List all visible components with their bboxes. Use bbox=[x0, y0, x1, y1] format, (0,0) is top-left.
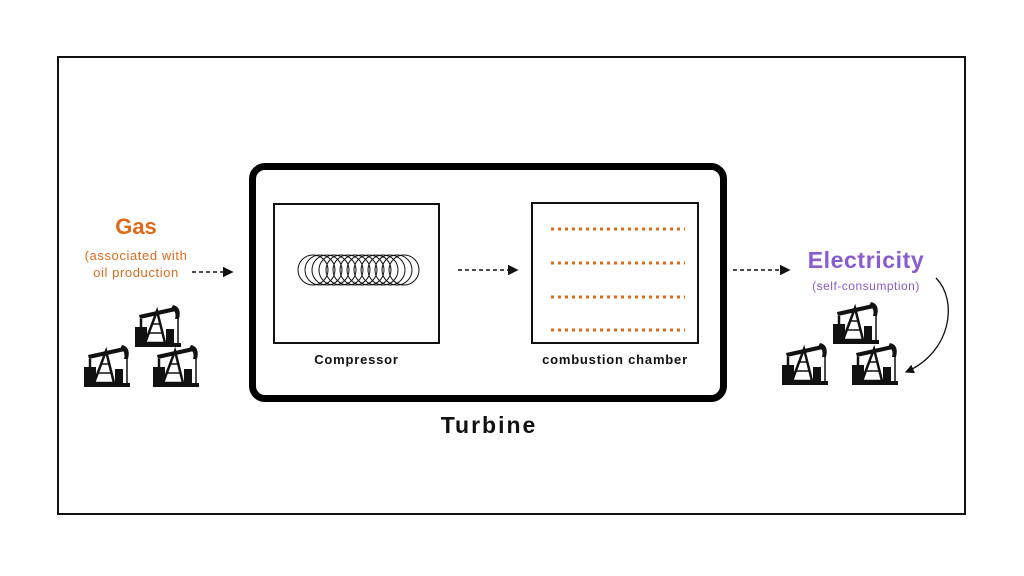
electricity-subtitle: (self-consumption) bbox=[812, 279, 920, 293]
turbine-label: Turbine bbox=[440, 412, 538, 438]
pumpjack-icon bbox=[780, 300, 900, 387]
curved-arrow-icon bbox=[904, 277, 949, 374]
electricity-title: Electricity bbox=[807, 247, 925, 273]
gas-subtitle: (associated with oil production bbox=[84, 248, 188, 280]
compressor-label: Compressor bbox=[314, 352, 399, 367]
flame-dots-icon bbox=[551, 227, 685, 332]
combustion-chamber-label: combustion chamber bbox=[542, 352, 688, 367]
gas-title: Gas bbox=[115, 214, 157, 239]
compressor-box bbox=[273, 203, 440, 344]
diagram-frame bbox=[57, 56, 966, 515]
pumpjack-icon bbox=[82, 303, 201, 389]
combustion-chamber-box bbox=[531, 202, 699, 344]
coil-icon bbox=[297, 254, 420, 286]
turbine-box bbox=[249, 163, 727, 402]
